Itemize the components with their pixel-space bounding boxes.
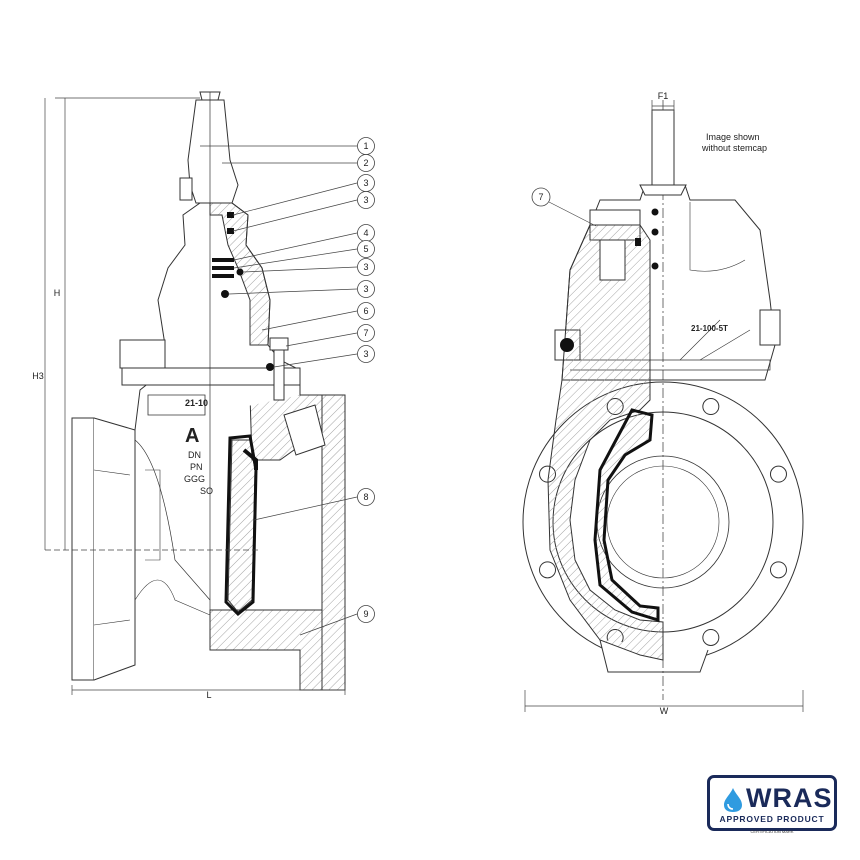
part-balloon xyxy=(357,605,375,623)
dimension-l: L xyxy=(206,690,211,700)
part-balloon-number: 3 xyxy=(363,349,368,359)
front-nameplate-text: 21-100-5T xyxy=(691,324,728,333)
front-balloon-7-text: 7 xyxy=(538,192,543,202)
part-balloons: 1 2 3 3 4 5 3 3 6 7 3 8 9 xyxy=(357,137,375,623)
part-balloon xyxy=(357,280,375,298)
part-balloon-number: 7 xyxy=(363,328,368,338)
right-dimensions xyxy=(524,100,804,712)
part-balloon xyxy=(357,154,375,172)
body-mark-pn: PN xyxy=(190,462,203,472)
part-balloon-number: 5 xyxy=(363,244,368,254)
front-view-markings: 7 21-100-5T Image shown without stemcap xyxy=(531,132,767,333)
part-balloon xyxy=(357,240,375,258)
part-balloon-number: 3 xyxy=(363,178,368,188)
part-balloon-number: 3 xyxy=(363,284,368,294)
part-balloon-number: 3 xyxy=(363,262,368,272)
certification-mark-text: CERTIFICATION MARK xyxy=(750,829,794,834)
body-mark-ggg: GGG xyxy=(184,474,205,484)
bolt-hole xyxy=(769,561,787,579)
water-drop-icon xyxy=(724,788,742,812)
badge-subtitle: APPROVED PRODUCT xyxy=(719,814,825,824)
badge-title: WRAS xyxy=(746,783,833,813)
body-mark-so: SO xyxy=(200,486,213,496)
part-balloon-number: 4 xyxy=(363,228,368,238)
part-balloon xyxy=(357,324,375,342)
part-balloon xyxy=(357,488,375,506)
dimension-f1: F1 xyxy=(658,91,669,101)
front-view xyxy=(522,100,804,700)
bolt-hole xyxy=(769,465,787,483)
bolt-hole xyxy=(539,561,557,579)
bolt-hole xyxy=(702,628,720,646)
part-balloon-number: 1 xyxy=(363,141,368,151)
dimension-h: H xyxy=(54,288,61,298)
side-section-view xyxy=(71,91,346,691)
stemcap-note-line-2: without stemcap xyxy=(701,143,767,153)
side-view-markings: 21-10 A DN PN GGG SO xyxy=(184,398,213,496)
part-balloon-number: 2 xyxy=(363,158,368,168)
wras-approval-badge: WRAS APPROVED PRODUCT xyxy=(707,775,837,831)
part-balloon xyxy=(357,345,375,363)
part-balloon-number: 3 xyxy=(363,195,368,205)
left-dimensions xyxy=(44,97,346,695)
body-mark-logo: A xyxy=(185,425,199,447)
front-balloon-7 xyxy=(531,187,551,207)
stemcap-note-line-1: Image shown xyxy=(706,132,760,142)
part-leaders xyxy=(200,145,358,636)
body-mark-dn: DN xyxy=(188,450,201,460)
part-balloon xyxy=(357,258,375,276)
dimension-h3: H3 xyxy=(32,371,44,381)
part-balloon xyxy=(357,191,375,209)
nameplate-text: 21-10 xyxy=(185,398,208,408)
part-balloon xyxy=(357,302,375,320)
part-balloon-number: 8 xyxy=(363,492,368,502)
part-balloon-number: 6 xyxy=(363,306,368,316)
dimension-w: W xyxy=(660,706,669,716)
part-balloon-number: 9 xyxy=(363,609,368,619)
bolt-hole xyxy=(702,398,720,416)
